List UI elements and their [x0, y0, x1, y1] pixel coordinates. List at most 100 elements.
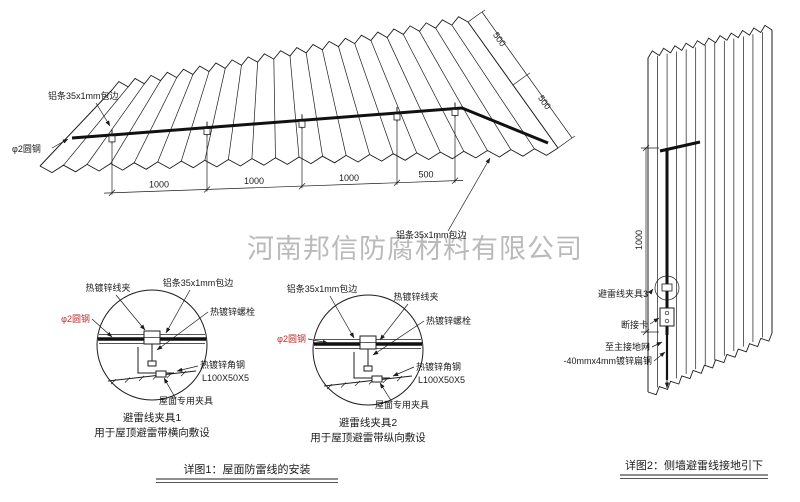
roof-near-edge-profile — [39, 147, 559, 174]
d1-roof-clamp-label: 屋面专用夹具 — [159, 395, 213, 406]
corrugation-line — [110, 80, 161, 164]
d1-angle-label: 热镀锌角钢 — [200, 359, 245, 370]
dim-1000-1: 1000 — [149, 180, 169, 190]
d2-clip-label: 热镀锌线夹 — [393, 291, 438, 302]
corrugation-line — [338, 46, 370, 155]
d1-leader-angle — [176, 365, 199, 372]
d2-leader-clip — [379, 303, 409, 341]
roof-corrugated-sheet — [39, 16, 559, 174]
corrugation-line — [386, 37, 441, 153]
d1-leader-alu — [165, 289, 191, 334]
wire-clamp — [393, 107, 401, 122]
fig2-caption-text: 详图2：侧墙避雷线接地引下 — [625, 458, 763, 472]
d1-alu-label: 铝条35x1mm包边 — [163, 277, 234, 288]
wall-top-profile — [647, 24, 773, 59]
corrugation-line — [354, 43, 394, 154]
hatch-tick — [124, 377, 131, 383]
corrugation-line — [228, 65, 242, 160]
bolt-nut — [363, 365, 373, 372]
roof-far-edge-profile — [111, 16, 469, 91]
corrugation-line — [322, 49, 347, 156]
wall-wire-top-bar — [659, 140, 701, 153]
hatch-tick — [396, 375, 403, 382]
clamp-detail-2: 铝条35x1mm包边 热镀锌线夹 热镀锌螺栓 φ2圆钢 热镀锌角钢 L100X5… — [277, 283, 471, 444]
leader-flat-steel — [653, 351, 666, 362]
hatch-tick — [138, 375, 145, 382]
disconnect-bolt — [664, 318, 670, 324]
d1-leader-roof-clamp — [163, 377, 177, 400]
roof-lightning-wire — [71, 106, 549, 145]
corrugation-line — [273, 59, 276, 158]
detail-circle-2 — [312, 294, 424, 406]
corrugation-line — [451, 24, 535, 150]
d1-angle-spec: L100X50X5 — [202, 373, 249, 383]
disconnect-bolt — [664, 310, 670, 316]
disconnect-card — [659, 307, 675, 327]
leader-alu-bottom — [447, 157, 491, 232]
roof-surface-line — [323, 375, 413, 387]
roof-isometric-view: 1000 1000 1000 500 500 500 铝条35x1mm包边 φ2… — [12, 9, 576, 240]
wall-dim-1000: 1000 — [634, 230, 644, 250]
d2-roof-clamp-label: 屋面专用夹具 — [375, 399, 429, 410]
d1-leader-clip — [115, 294, 146, 331]
roof-bottom-dimension: 1000 1000 1000 500 — [103, 170, 464, 197]
clamp3-detail-ring — [654, 275, 680, 301]
roof-special-clamp — [155, 370, 167, 378]
roof-alu-strip-label-top: 铝条35x1mm包边 — [48, 90, 119, 101]
d2-leader-round-steel — [307, 338, 329, 345]
d2-angle-spec: L100X50X5 — [418, 375, 465, 385]
dimension-extension-lines — [111, 117, 456, 195]
dim-1000-2: 1000 — [244, 176, 264, 186]
roof-hatch — [326, 375, 403, 390]
roof-alu-strip-label-bottom: 铝条35x1mm包边 — [396, 229, 467, 240]
leader-round-steel — [51, 138, 69, 149]
wall-dimension: 1000 — [634, 144, 659, 336]
detail-circle-1 — [96, 289, 208, 401]
wire-clamp — [203, 121, 211, 137]
d2-alu-label: 铝条35x1mm包边 — [287, 283, 358, 294]
wire-clamp — [298, 114, 306, 130]
wall-corrugated-sheet — [647, 24, 773, 396]
caption-fig1: 详图1：屋面防雷线的安装 — [156, 462, 338, 483]
roof-surface-line — [107, 370, 197, 382]
d2-leader-roof-clamp — [379, 382, 393, 403]
company-watermark: 河南邦信防腐材料有限公司 — [247, 234, 583, 264]
corrugation-line — [86, 83, 145, 165]
corrugation-line — [435, 27, 512, 150]
corrugation-line — [289, 55, 300, 158]
d1-leader-round-steel — [91, 318, 113, 338]
d1-bolt-label: 热镀锌螺栓 — [210, 306, 255, 317]
roof-left-edge — [39, 89, 113, 167]
hatch-tick — [382, 377, 389, 383]
hatch-tick — [110, 378, 117, 385]
angle-steel — [353, 352, 390, 379]
corrugation-line — [204, 68, 226, 161]
corrugation-line — [370, 40, 418, 154]
corrugation-line — [157, 74, 194, 163]
hatch-tick — [340, 382, 347, 388]
d1-leader-bolt — [156, 311, 209, 351]
dim-500-2: 500 — [491, 30, 508, 48]
d2-angle-label: 热镀锌角钢 — [416, 361, 461, 372]
corrugation-line — [251, 62, 258, 159]
wall-to-ground-label: 至主接地网 — [605, 341, 650, 352]
leader-disconnect — [649, 317, 660, 325]
detail2-subtitle: 用于屋顶避雷带纵向敷设 — [310, 431, 426, 444]
corrugation-line — [180, 71, 210, 162]
wall-bottom-profile — [647, 332, 773, 396]
roof-right-dimension: 500 500 — [467, 9, 576, 149]
hatch-tick — [354, 380, 361, 387]
corrugation-line — [63, 86, 129, 166]
hatch-tick — [166, 372, 173, 378]
leader-alu-top — [95, 102, 111, 127]
d2-bolt-label: 热镀锌螺栓 — [426, 315, 471, 326]
corrugation-line — [133, 77, 178, 163]
wire-clamp — [108, 128, 116, 144]
roof-special-clamp — [371, 375, 383, 383]
corrugation-line — [419, 31, 488, 151]
caption-fig2: 详图2：侧墙避雷线接地引下 — [620, 458, 768, 479]
wall-disconnect-label: 断接卡 — [621, 319, 648, 330]
hatch-tick — [326, 383, 333, 390]
